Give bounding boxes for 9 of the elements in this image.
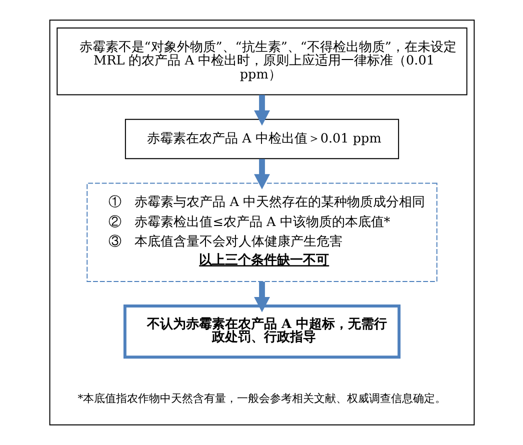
node-box: 赤霉素在农产品 A 中检出值＞0.01 ppm (124, 118, 399, 160)
arrow (254, 94, 270, 126)
node-box: 不认为赤霉素在农产品 A 中超标，无需行政处罚、行政指导 (122, 304, 400, 359)
cluster (48, 20, 474, 426)
arrow (254, 158, 270, 190)
node-box: ① 赤霉素与农产品 A 中天然存在的某种物质成分相同 ② 赤霉素检出值≤农产品 A 中该物质的本底值* ③ 本底值含量不会对人体健康产生危害 以上三个条件缺一不可 (86, 182, 437, 282)
label: *本底值指农作物中天然含有量，一般会参考相关文献、权威调查信息确定。 (77, 392, 446, 406)
node-box: 赤霉素不是“对象外物质”、“抗生素”、“不得检出物质”，在未设定 MRL 的农产品 A 中检出时，原则上应适用一律标准（0.01 ppm） (56, 27, 467, 96)
arrow (254, 282, 270, 312)
